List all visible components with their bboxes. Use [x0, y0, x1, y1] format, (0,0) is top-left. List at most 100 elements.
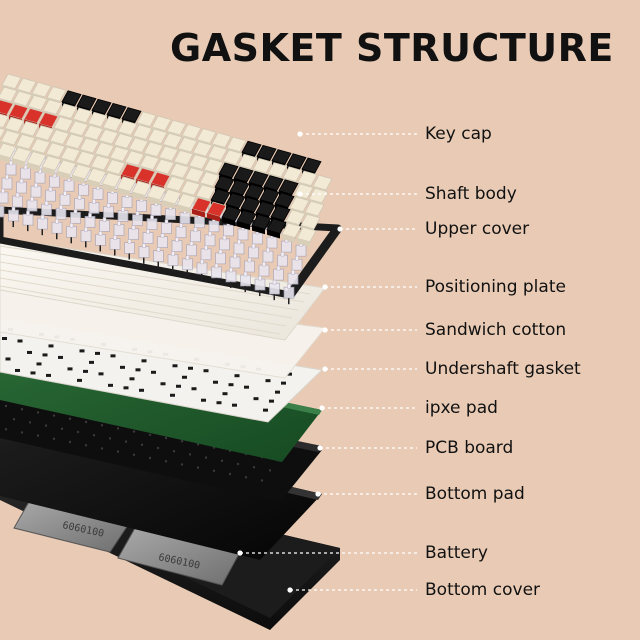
switch — [204, 231, 216, 247]
switch — [277, 251, 288, 267]
leader-dot — [337, 226, 343, 232]
layer-label: Positioning plate — [425, 277, 566, 297]
layer-label: Bottom cover — [425, 580, 541, 600]
switch — [37, 214, 48, 236]
layer-battery: 6060100 6060100 — [13, 499, 241, 586]
switch — [0, 188, 9, 204]
leader-dot — [297, 191, 303, 197]
switch — [153, 247, 164, 268]
switch — [128, 225, 139, 240]
layer-label: Key cap — [425, 124, 492, 144]
keycap — [161, 188, 182, 210]
switch — [55, 204, 67, 220]
switch — [0, 202, 5, 218]
layer-label: Bottom pad — [425, 484, 525, 504]
keycap — [146, 184, 167, 205]
switch — [240, 271, 251, 293]
diagram-title: GASKET STRUCTURE — [170, 26, 614, 70]
switch — [138, 243, 150, 264]
switch — [196, 259, 208, 280]
keycap — [206, 201, 227, 222]
layer-label: Shaft body — [425, 184, 517, 204]
keycap — [101, 172, 122, 193]
switch — [16, 178, 27, 194]
switch — [45, 186, 56, 202]
switch — [1, 174, 13, 190]
switch — [175, 223, 187, 239]
switch — [109, 235, 121, 256]
switch — [84, 213, 96, 228]
keycap — [131, 180, 152, 201]
switch — [113, 221, 125, 236]
switch — [244, 257, 255, 273]
switch — [200, 245, 212, 261]
keycap — [11, 146, 32, 168]
switch — [287, 269, 299, 285]
keycap — [176, 193, 197, 214]
switch — [99, 217, 110, 232]
switch — [157, 233, 168, 249]
switch — [291, 255, 303, 271]
switch — [66, 223, 77, 244]
switch — [186, 241, 197, 257]
switch — [171, 237, 183, 253]
switch — [273, 265, 284, 281]
switch — [182, 255, 193, 276]
layer-label: Undershaft gasket — [425, 359, 581, 379]
keycap — [86, 167, 107, 189]
leader-dot — [317, 445, 323, 451]
switch — [88, 199, 100, 214]
switch — [161, 219, 172, 235]
layer-label: Battery — [425, 543, 488, 563]
leader-dot — [319, 405, 325, 411]
switch — [59, 190, 71, 206]
keycap — [0, 142, 17, 163]
switch — [254, 275, 266, 297]
switch — [142, 229, 154, 244]
switch — [74, 195, 85, 210]
keycap — [251, 214, 272, 235]
switch — [12, 192, 23, 208]
layer-label: Sandwich cotton — [425, 320, 567, 340]
switch — [95, 231, 106, 252]
switch — [167, 251, 179, 272]
switch — [8, 206, 19, 228]
switch — [103, 203, 114, 218]
switch — [283, 283, 295, 305]
layer-label: Upper cover — [425, 219, 530, 239]
switch — [146, 215, 158, 230]
switch — [211, 263, 222, 284]
switch — [258, 261, 270, 277]
switch — [30, 182, 42, 198]
leader-dot — [322, 327, 328, 333]
switch — [26, 196, 38, 212]
switch — [269, 279, 280, 301]
leader-dot — [322, 284, 328, 290]
switch — [70, 209, 81, 224]
leader-dot — [297, 131, 303, 137]
leader-dot — [287, 587, 293, 593]
keycap — [221, 205, 242, 226]
switch — [215, 249, 226, 265]
leader-lines — [237, 131, 417, 593]
switch — [233, 239, 245, 255]
layer-label: PCB board — [425, 438, 514, 458]
switch — [124, 239, 135, 260]
layer-key-cap — [0, 73, 333, 247]
keycap — [0, 127, 6, 140]
keycap — [26, 151, 47, 172]
switch — [51, 218, 63, 240]
keycap — [41, 155, 62, 176]
switch — [22, 210, 34, 232]
keycap — [56, 159, 77, 180]
keycap — [236, 209, 257, 231]
switch — [132, 211, 143, 226]
keycap — [296, 226, 317, 247]
switch — [80, 227, 92, 248]
keycap — [281, 222, 302, 243]
leader-dot — [322, 366, 328, 372]
switch — [219, 235, 230, 251]
leader-dot — [237, 550, 243, 556]
keycap — [0, 141, 2, 146]
